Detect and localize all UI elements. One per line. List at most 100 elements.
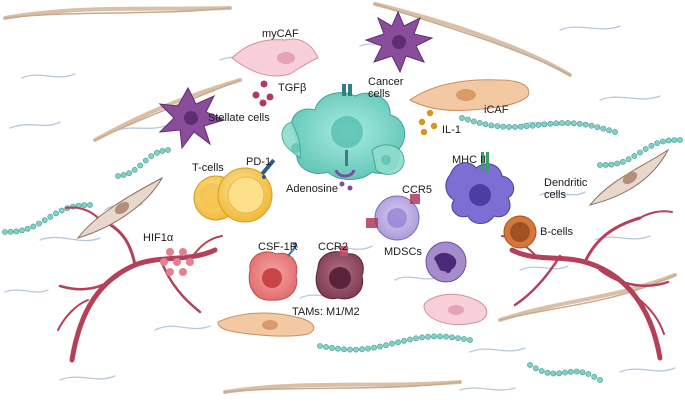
bead xyxy=(562,369,568,376)
bead xyxy=(126,170,133,177)
bead xyxy=(535,122,542,128)
bead xyxy=(87,202,93,208)
label-hif1a: HIF1α xyxy=(143,232,174,244)
bead xyxy=(665,137,672,144)
bead xyxy=(570,120,577,127)
bead xyxy=(437,333,443,340)
label-ccr5: CCR5 xyxy=(402,184,432,196)
bead xyxy=(365,345,371,352)
bead xyxy=(467,337,473,343)
bead xyxy=(576,120,583,127)
bead xyxy=(24,225,31,232)
bead xyxy=(523,123,530,130)
bead xyxy=(620,158,626,165)
bead xyxy=(602,161,609,168)
bead xyxy=(341,346,347,353)
bead xyxy=(81,202,88,209)
bead xyxy=(137,162,144,169)
label-mhc2: MHC II xyxy=(452,154,487,166)
bead xyxy=(371,344,377,351)
blood-vessels xyxy=(57,206,673,363)
bead xyxy=(512,124,518,130)
bead xyxy=(671,137,678,143)
bead xyxy=(461,336,467,342)
bead xyxy=(165,147,171,153)
bead xyxy=(642,146,649,152)
bead xyxy=(597,377,603,383)
cancer-associated-star-cell xyxy=(364,10,434,74)
label-mycaf: myCAF xyxy=(262,28,299,40)
bead xyxy=(335,345,341,352)
bead xyxy=(614,160,620,167)
bead xyxy=(606,127,612,134)
bead xyxy=(148,153,155,159)
bead xyxy=(500,123,507,130)
mycaf-cell xyxy=(231,38,319,77)
bead xyxy=(482,121,489,128)
bead xyxy=(544,369,551,376)
bead xyxy=(131,166,138,173)
fibroblast-left xyxy=(76,176,164,239)
granulocyte-cell xyxy=(425,241,467,283)
adenosine-molecules xyxy=(334,150,356,191)
label-csf1r: CSF-1R xyxy=(258,241,298,253)
bead xyxy=(600,125,607,132)
bead xyxy=(532,365,539,372)
bead xyxy=(53,210,59,217)
bead xyxy=(395,339,401,346)
bead xyxy=(625,156,632,163)
bead xyxy=(550,370,557,377)
label-dendritic-cells: Dendritic cells xyxy=(544,177,588,201)
bead xyxy=(579,369,586,376)
bead xyxy=(407,336,413,343)
bead xyxy=(58,207,65,214)
label-tgfb: TGFβ xyxy=(278,82,307,94)
bead xyxy=(506,124,512,130)
hif1a-molecules xyxy=(160,248,194,276)
mdsc-cell xyxy=(366,194,420,241)
label-adenosine: Adenosine xyxy=(286,183,338,195)
bead xyxy=(459,115,465,121)
bead xyxy=(383,342,389,349)
dendritic-cell xyxy=(445,152,515,224)
bead xyxy=(401,337,407,344)
bead xyxy=(329,344,335,351)
cancer-cell-cluster xyxy=(281,84,406,180)
bead xyxy=(115,173,121,179)
bead xyxy=(36,220,42,227)
bead xyxy=(594,124,601,130)
icaf-cell xyxy=(409,79,530,111)
bead xyxy=(637,149,643,156)
stellate-cell xyxy=(158,86,226,150)
bead xyxy=(47,213,54,220)
tam-m2-cell xyxy=(315,246,364,300)
bead xyxy=(317,343,323,349)
bead xyxy=(389,340,395,347)
bead xyxy=(419,334,425,341)
bead xyxy=(488,122,495,129)
bead-chains xyxy=(2,115,683,383)
bead xyxy=(529,122,536,129)
bead xyxy=(7,228,14,235)
label-tams: TAMs: M1/M2 xyxy=(292,306,360,318)
bead xyxy=(13,228,20,235)
bead xyxy=(553,120,560,127)
bead xyxy=(582,121,589,128)
bead xyxy=(431,333,437,340)
bead xyxy=(677,137,683,143)
label-icaf: iCAF xyxy=(484,104,509,116)
bead xyxy=(559,120,565,126)
bead xyxy=(591,373,598,380)
bead xyxy=(567,368,574,375)
bead xyxy=(159,148,166,154)
bead xyxy=(565,120,571,126)
bead xyxy=(413,335,419,342)
bead xyxy=(631,153,638,159)
bead xyxy=(608,161,615,168)
bead xyxy=(476,120,483,126)
tam-m1-cell xyxy=(248,242,298,301)
bead xyxy=(588,122,595,129)
bead xyxy=(541,121,548,128)
bead xyxy=(612,129,618,135)
